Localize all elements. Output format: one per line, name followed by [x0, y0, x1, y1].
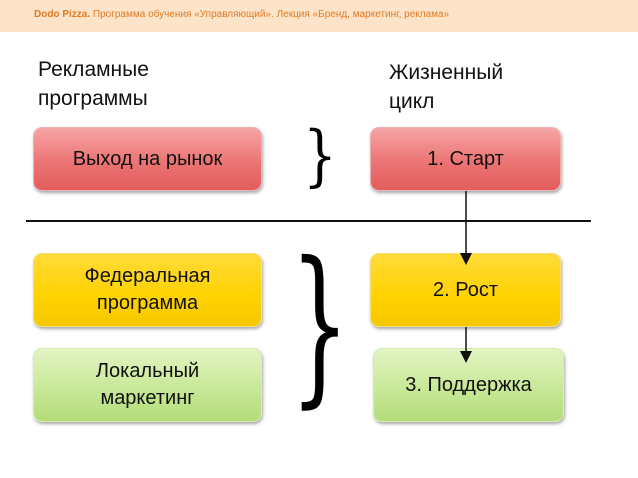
large-brace: } [290, 226, 350, 424]
left-column-title-line1: Рекламные [38, 58, 149, 81]
lifecycle-growth-label: 2. Рост [433, 278, 498, 301]
right-column-title-line1: Жизненный [389, 61, 504, 84]
ad-program-federal: Федеральная программа [33, 253, 262, 327]
ad-program-market-entry: Выход на рынок [33, 127, 262, 191]
left-column-title-line2: программы [38, 87, 148, 110]
header-brand: Dodo Pizza. [34, 9, 91, 20]
section-divider-line [26, 220, 591, 222]
right-column-title-line2: цикл [389, 90, 435, 113]
ad-program-market-entry-label: Выход на рынок [72, 147, 223, 170]
ad-program-local-line1: Локальный [95, 360, 200, 382]
ad-program-local-line2: маркетинг [100, 387, 195, 409]
left-column-title: Рекламные программы [38, 55, 149, 113]
ad-program-local: Локальный маркетинг [33, 348, 262, 422]
ad-program-federal-line2: программа [96, 292, 199, 314]
header-bar: Dodo Pizza. Программа обучения «Управляю… [0, 0, 638, 32]
ad-program-federal-line1: Федеральная [84, 265, 211, 287]
small-brace: } [303, 117, 337, 194]
lifecycle-start: 1. Старт [370, 127, 561, 191]
lifecycle-support-label: 3. Поддержка [405, 373, 532, 396]
header-subtitle: Программа обучения «Управляющий». Лекция… [92, 9, 450, 20]
header-text: Dodo Pizza. Программа обучения «Управляю… [34, 9, 449, 20]
lifecycle-start-label: 1. Старт [427, 147, 504, 170]
right-column-title: Жизненный цикл [389, 58, 503, 116]
